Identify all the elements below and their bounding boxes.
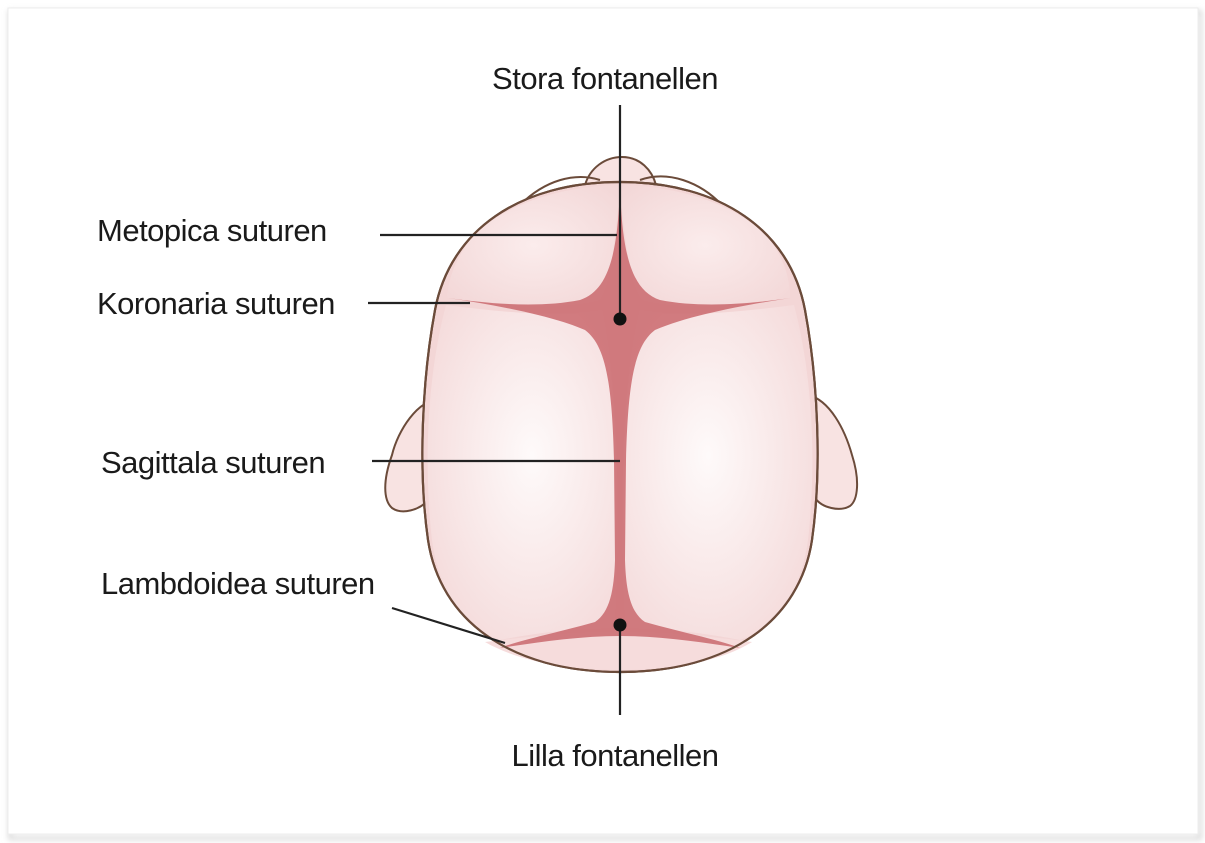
label-lambdoid-suture: Lambdoidea suturen <box>101 566 375 601</box>
posterior-fontanelle-dot <box>614 619 627 632</box>
parietal-bone-right <box>623 305 813 640</box>
label-sagittal-suture: Sagittala suturen <box>101 445 325 480</box>
anterior-fontanelle-dot <box>614 313 627 326</box>
label-posterior-fontanelle: Lilla fontanellen <box>512 738 719 773</box>
label-coronal-suture: Koronaria suturen <box>97 286 335 321</box>
label-metopic-suture: Metopica suturen <box>97 213 327 248</box>
parietal-bone-left <box>428 305 618 640</box>
label-anterior-fontanelle: Stora fontanellen <box>492 61 718 96</box>
